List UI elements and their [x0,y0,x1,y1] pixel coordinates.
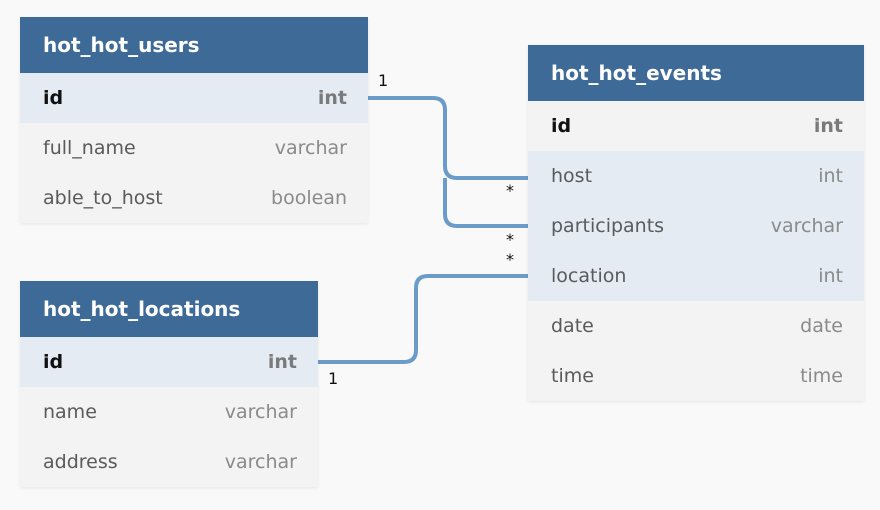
table-hot-hot-locations[interactable]: hot_hot_locations id int name varchar ad… [20,281,318,487]
field-row-id[interactable]: id int [528,101,864,151]
table-hot-hot-users[interactable]: hot_hot_users id int full_name varchar a… [20,17,368,223]
connector-locations-id-to-events-location [318,274,528,364]
field-row-time[interactable]: time time [528,351,864,401]
field-type: int [317,87,347,109]
table-hot-hot-events[interactable]: hot_hot_events id int host int participa… [528,45,864,401]
field-type: varchar [224,401,297,423]
field-row-id[interactable]: id int [20,73,368,123]
field-type: varchar [224,451,297,473]
field-type: varchar [274,137,347,159]
field-name: participants [551,215,665,237]
field-type: boolean [271,187,347,209]
field-row-location[interactable]: location int [528,251,864,301]
field-name: date [551,315,594,337]
field-type: int [813,115,843,137]
field-name: id [43,87,64,109]
field-row-date[interactable]: date date [528,301,864,351]
field-name: able_to_host [43,187,163,209]
field-row-name[interactable]: name varchar [20,387,318,437]
field-row-address[interactable]: address varchar [20,437,318,487]
field-row-participants[interactable]: participants varchar [528,201,864,251]
field-type: int [818,165,843,187]
field-type: time [800,365,843,387]
field-row-host[interactable]: host int [528,151,864,201]
field-name: host [551,165,593,187]
field-name: location [551,265,627,287]
field-type: date [800,315,843,337]
field-type: int [818,265,843,287]
cardinality-users-one: 1 [378,71,389,90]
field-type: int [267,351,297,373]
field-name: id [551,115,572,137]
field-row-id[interactable]: id int [20,337,318,387]
table-title[interactable]: hot_hot_users [20,17,368,73]
field-name: time [551,365,594,387]
connector-users-id-to-events-host [368,96,528,180]
cardinality-host-many: * [506,181,514,200]
field-row-able-to-host[interactable]: able_to_host boolean [20,173,368,223]
cardinality-participants-many: * [506,230,514,249]
field-name: full_name [43,137,136,159]
cardinality-location-many: * [506,250,514,269]
field-name: id [43,351,64,373]
field-type: varchar [770,215,843,237]
table-title[interactable]: hot_hot_locations [20,281,318,337]
field-name: name [43,401,97,423]
field-row-full-name[interactable]: full_name varchar [20,123,368,173]
connector-users-id-to-events-participants [443,178,528,228]
cardinality-locations-one: 1 [328,369,339,388]
field-name: address [43,451,118,473]
table-title[interactable]: hot_hot_events [528,45,864,101]
